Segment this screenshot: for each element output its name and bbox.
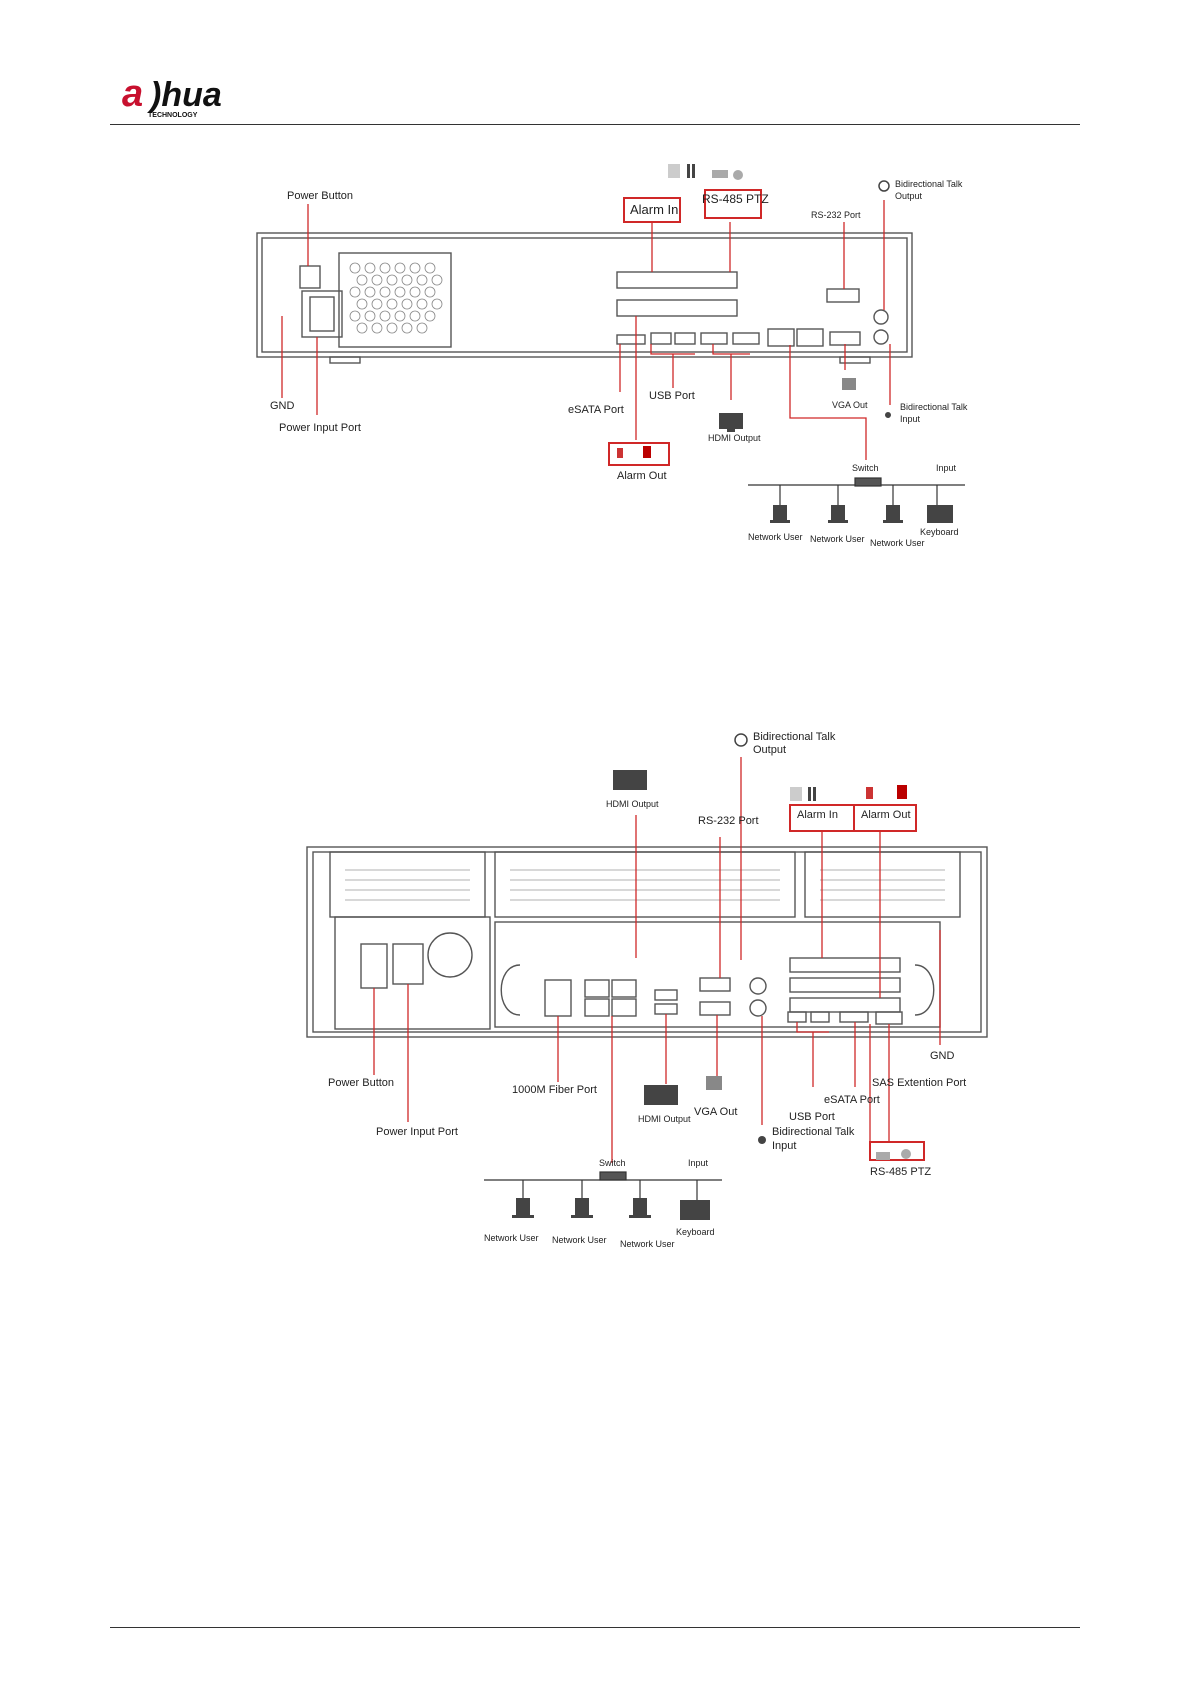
psu-fan-grille [349,262,443,334]
fig2-gnd-label: GND [930,1050,955,1062]
fig2-rs232-label: RS-232 Port [698,815,759,827]
fig1-network-user-3: Network User [870,538,925,548]
fig2-alarm-out-label: Alarm Out [861,809,911,821]
leader-lines-1 [281,200,891,460]
fig2-talk-output-label-2: Output [753,744,787,756]
fig1-gnd-label: GND [270,400,295,412]
fig1-usb-label: USB Port [649,390,695,402]
svg-text:)hua: )hua [147,76,222,114]
fig2-alarm-in-label: Alarm In [797,809,838,821]
fig2-hdmi-output-bottom-label: HDMI Output [638,1114,691,1124]
fig1-rs232-label: RS-232 Port [811,210,861,220]
fig1-talk-input-label-1: Bidirectional Talk [900,402,968,412]
fig2-sas-port-label: SAS Extention Port [872,1077,967,1089]
svg-text:a: a [122,73,143,115]
fig1-talk-input-label-2: Input [900,414,921,424]
fig2-talk-input-label-1: Bidirectional Talk [772,1126,855,1138]
fig1-network-user-1: Network User [748,532,803,542]
svg-text:TECHNOLOGY: TECHNOLOGY [148,112,198,119]
dahua-logo: a )hua TECHNOLOGY [120,70,260,120]
device-chassis-2 [306,846,988,1038]
endpoint-icons-2 [512,733,911,1220]
fig1-talk-output-label-2: Output [895,191,923,201]
fig2-input-label: Input [688,1158,709,1168]
callout-boxes-2 [789,804,925,1161]
fig1-switch-label: Switch [852,463,879,473]
fig2-rs485-ptz-label: RS-485 PTZ [870,1166,932,1178]
fig1-network-user-2: Network User [810,534,865,544]
header-rule [110,124,1080,125]
fig1-esata-label: eSATA Port [568,404,624,416]
fig2-network-user-1: Network User [484,1233,539,1243]
fig1-power-input-label: Power Input Port [279,422,361,434]
fan-grilles-2 [345,869,945,901]
callout-boxes-1 [608,189,762,466]
fig2-network-user-3: Network User [620,1239,675,1249]
fig2-switch-label: Switch [599,1158,626,1168]
fig1-talk-output-label-1: Bidirectional Talk [895,179,963,189]
fig2-keyboard-label: Keyboard [676,1227,715,1237]
fig2-usb-label: USB Port [789,1111,835,1123]
footer-rule [110,1627,1080,1628]
fig1-vga-out-label: VGA Out [832,400,868,410]
device-chassis-1 [256,232,913,364]
fig1-hdmi-output-label: HDMI Output [708,433,761,443]
fig2-esata-label: eSATA Port [824,1094,880,1106]
fig2-hdmi-output-top-label: HDMI Output [606,799,659,809]
fig1-power-button-label: Power Button [287,190,354,202]
fig2-network-user-2: Network User [552,1235,607,1245]
fig1-rs485-ptz-label: RS-485 PTZ [702,192,769,206]
endpoint-icons-1 [617,164,953,523]
fig1-input-label: Input [936,463,957,473]
fig1-alarm-out-label: Alarm Out [617,470,667,482]
fig2-talk-output-label-1: Bidirectional Talk [753,731,836,743]
fig2-power-button-label: Power Button [328,1077,395,1089]
network-2 [484,1171,722,1202]
fig2-talk-input-label-2: Input [772,1140,797,1152]
fig2-fiber-port-label: 1000M Fiber Port [512,1084,597,1096]
fig2-vga-out-label: VGA Out [694,1106,738,1118]
fig2-power-input-label: Power Input Port [376,1126,458,1138]
fig1-alarm-in-label: Alarm In [630,202,679,217]
fig1-keyboard-label: Keyboard [920,527,959,537]
leader-lines-2 [373,757,941,1163]
